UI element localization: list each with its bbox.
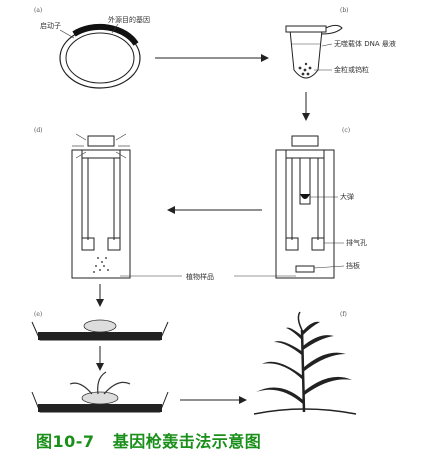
panel-label-c: (c) bbox=[342, 127, 350, 134]
caption-figure-number: 图10-7 bbox=[36, 432, 95, 451]
firing-burst bbox=[72, 133, 130, 159]
figure-caption: 图10-7 基因枪轰击法示意图 bbox=[36, 428, 261, 452]
label-promoter: 启动子 bbox=[40, 21, 61, 30]
label-dna-suspension: 无噬载体 DNA 悬液 bbox=[334, 39, 396, 48]
regenerated-plant bbox=[253, 311, 357, 415]
panel-label-a: (a) bbox=[34, 7, 42, 14]
panel-label-e: (e) bbox=[34, 311, 42, 318]
label-stop-plate: 挡板 bbox=[346, 261, 360, 270]
label-plant-sample: 植物样品 bbox=[186, 272, 214, 281]
gun-chamber-d bbox=[71, 135, 131, 279]
gold-particles bbox=[298, 62, 312, 76]
gene-gun-diagram: (a) 启动子 外源目的基因 (b) 无噬载体 DNA 悬液 金粒或钨粒 (c) bbox=[31, 7, 396, 415]
macro-carrier-c bbox=[300, 194, 310, 199]
culture-dish-1 bbox=[31, 319, 169, 341]
panel-label-f: (f) bbox=[340, 311, 347, 318]
pointer-gene bbox=[111, 23, 119, 34]
label-foreign-gene: 外源目的基因 bbox=[108, 15, 150, 24]
gun-chamber-c bbox=[275, 135, 335, 279]
culture-dish-2 bbox=[31, 371, 169, 413]
caption-title: 基因枪轰击法示意图 bbox=[112, 432, 262, 451]
plasmid-ring bbox=[59, 23, 141, 89]
gene-segment bbox=[72, 23, 139, 46]
panel-label-b: (b) bbox=[340, 7, 349, 14]
label-gold-tungsten: 金粒或钨粒 bbox=[334, 65, 369, 74]
label-vent: 排气孔 bbox=[346, 238, 367, 247]
panel-label-d: (d) bbox=[34, 127, 43, 134]
label-bullet: 大弹 bbox=[340, 192, 354, 201]
pointer-promoter bbox=[59, 29, 75, 39]
particle-spray bbox=[93, 257, 109, 273]
